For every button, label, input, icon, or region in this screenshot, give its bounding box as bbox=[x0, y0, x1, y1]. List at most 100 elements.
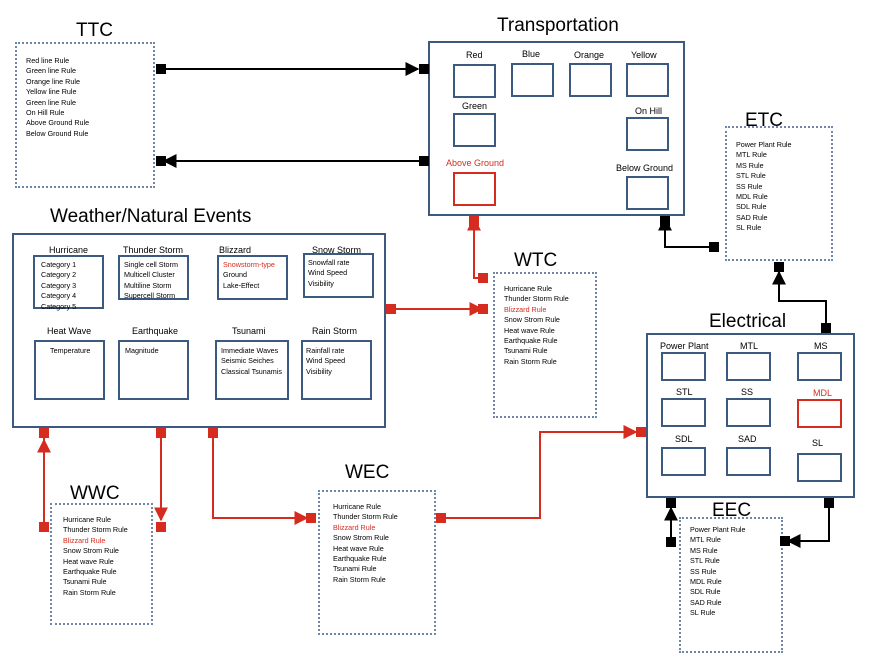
ttc-rule-box: Red line Rule Green line Rule Orange lin… bbox=[15, 42, 155, 188]
tsunami-item: Seismic Seiches bbox=[221, 356, 274, 366]
eec-rule: STL Rule bbox=[690, 556, 720, 566]
ttc-rule: Yellow line Rule bbox=[26, 87, 77, 97]
etc-rule: Power Plant Rule bbox=[736, 140, 792, 149]
sl-node[interactable] bbox=[797, 453, 842, 482]
sl-label: SL bbox=[812, 438, 824, 448]
ttc-rule: Green line Rule bbox=[26, 66, 76, 76]
etc-title: ETC bbox=[745, 110, 783, 131]
hurricane-item: Category 2 bbox=[41, 270, 77, 280]
blue-line-node[interactable] bbox=[511, 63, 554, 97]
wwc-rule: Hurricane Rule bbox=[63, 515, 111, 524]
ttc-title: TTC bbox=[76, 20, 113, 41]
eec-rule: MTL Rule bbox=[690, 535, 721, 545]
mdl-node[interactable] bbox=[797, 399, 842, 428]
hurricane-node[interactable]: Category 1 Category 2 Category 3 Categor… bbox=[33, 255, 104, 311]
wec-rule: Thunder Storm Rule bbox=[333, 512, 398, 522]
mtl-node[interactable] bbox=[726, 352, 771, 381]
thunder-storm-item: Supercell Storm bbox=[124, 291, 176, 301]
wec-rule: Tsunami Rule bbox=[333, 564, 377, 574]
thunder-storm-item: Multiline Storm bbox=[124, 280, 172, 290]
blizzard-node[interactable]: Snowstorm-type Ground Lake-Effect bbox=[217, 255, 288, 300]
earthquake-node[interactable]: Magnitude bbox=[118, 340, 189, 400]
wec-rule: Heat wave Rule bbox=[333, 543, 384, 553]
wec-rule: Snow Strom Rule bbox=[333, 533, 389, 543]
eec-rule: SDL Rule bbox=[690, 587, 721, 597]
wwc-rule: Rain Storm Rule bbox=[63, 587, 116, 597]
blizzard-item: Ground bbox=[223, 270, 247, 280]
red-line-label: Red bbox=[466, 50, 483, 60]
green-line-node[interactable] bbox=[453, 113, 496, 147]
wec-title: WEC bbox=[345, 462, 390, 483]
sad-label: SAD bbox=[738, 434, 757, 444]
etc-rule: SDL Rule bbox=[736, 202, 767, 212]
ss-label: SS bbox=[741, 387, 754, 397]
wec-rule: Hurricane Rule bbox=[333, 502, 381, 511]
ttc-rule: Red line Rule bbox=[26, 56, 70, 65]
thunder-storm-item: Multicell Cluster bbox=[124, 270, 175, 280]
rain-storm-item: Rainfall rate bbox=[306, 346, 345, 355]
eec-rule: MDL Rule bbox=[690, 577, 722, 587]
blizzard-label: Blizzard bbox=[219, 245, 252, 255]
ttc-rule: Below Ground Rule bbox=[26, 128, 89, 138]
weather-wtc-connector bbox=[386, 302, 488, 316]
sdl-node[interactable] bbox=[661, 447, 706, 476]
electrical-title: Electrical bbox=[709, 311, 787, 332]
heat-wave-node[interactable]: Temperature bbox=[34, 340, 105, 400]
tsunami-item: Classical Tsunamis bbox=[221, 366, 282, 376]
above-ground-label: Above Ground bbox=[446, 158, 505, 168]
etc-electrical-connector bbox=[772, 262, 831, 333]
wec-rule: Earthquake Rule bbox=[333, 554, 387, 564]
wwc-rule: Tsunami Rule bbox=[63, 577, 107, 587]
stl-node[interactable] bbox=[661, 398, 706, 427]
ss-node[interactable] bbox=[726, 398, 771, 427]
mtl-label: MTL bbox=[740, 341, 758, 351]
transportation-ttc-connector bbox=[156, 154, 429, 168]
ttc-rule: On Hill Rule bbox=[26, 108, 65, 118]
ttc-transportation-connector bbox=[156, 62, 429, 76]
wtc-rule: Blizzard Rule bbox=[504, 304, 547, 314]
blizzard-item: Snowstorm-type bbox=[223, 260, 275, 269]
earthquake-item: Magnitude bbox=[125, 346, 159, 355]
snow-storm-node[interactable]: Snowfall rate Wind Speed Visibility bbox=[303, 253, 374, 298]
power-plant-node[interactable] bbox=[661, 352, 706, 381]
weather-wec-connector bbox=[208, 428, 316, 525]
blue-line-label: Blue bbox=[522, 49, 541, 59]
orange-line-node[interactable] bbox=[569, 63, 612, 97]
eec-rule: Power Plant Rule bbox=[690, 525, 746, 534]
snow-storm-item: Visibility bbox=[308, 278, 334, 288]
etc-rule: SS Rule bbox=[736, 181, 763, 191]
hurricane-item: Category 5 bbox=[41, 301, 77, 311]
red-line-node[interactable] bbox=[453, 64, 496, 98]
rain-storm-label: Rain Storm bbox=[312, 326, 358, 336]
tsunami-node[interactable]: Immediate Waves Seismic Seiches Classica… bbox=[215, 340, 289, 400]
ms-node[interactable] bbox=[797, 352, 842, 381]
transportation-panel: Red Blue Orange Yellow Green On Hill Abo… bbox=[428, 41, 685, 216]
eec-title: EEC bbox=[712, 500, 752, 521]
earthquake-label: Earthquake bbox=[132, 326, 179, 336]
snow-storm-item: Wind Speed bbox=[308, 268, 348, 278]
below-ground-node[interactable] bbox=[626, 176, 669, 210]
sad-node[interactable] bbox=[726, 447, 771, 476]
power-plant-label: Power Plant bbox=[660, 341, 709, 351]
hurricane-item: Category 4 bbox=[41, 291, 77, 301]
thunder-storm-node[interactable]: Single cell Storm Multicell Cluster Mult… bbox=[118, 255, 189, 300]
above-ground-node[interactable] bbox=[453, 172, 496, 206]
etc-rule: MDL Rule bbox=[736, 192, 768, 202]
wec-electrical-connector bbox=[436, 425, 646, 523]
tsunami-label: Tsunami bbox=[232, 326, 266, 336]
hurricane-label: Hurricane bbox=[49, 245, 89, 255]
eec-rule: SL Rule bbox=[690, 608, 716, 618]
ttc-rule: Orange line Rule bbox=[26, 76, 80, 86]
on-hill-label: On Hill bbox=[635, 106, 663, 116]
hurricane-item: Category 1 bbox=[41, 260, 77, 269]
orange-line-label: Orange bbox=[574, 50, 605, 60]
heat-wave-item: Temperature bbox=[50, 346, 91, 355]
yellow-line-label: Yellow bbox=[631, 50, 657, 60]
on-hill-node[interactable] bbox=[626, 117, 669, 151]
yellow-line-node[interactable] bbox=[626, 63, 669, 97]
rain-storm-node[interactable]: Rainfall rate Wind Speed Visibility bbox=[301, 340, 372, 400]
wtc-rule: Hurricane Rule bbox=[504, 284, 552, 293]
etc-rule: STL Rule bbox=[736, 171, 766, 181]
wwc-rule: Blizzard Rule bbox=[63, 535, 106, 545]
